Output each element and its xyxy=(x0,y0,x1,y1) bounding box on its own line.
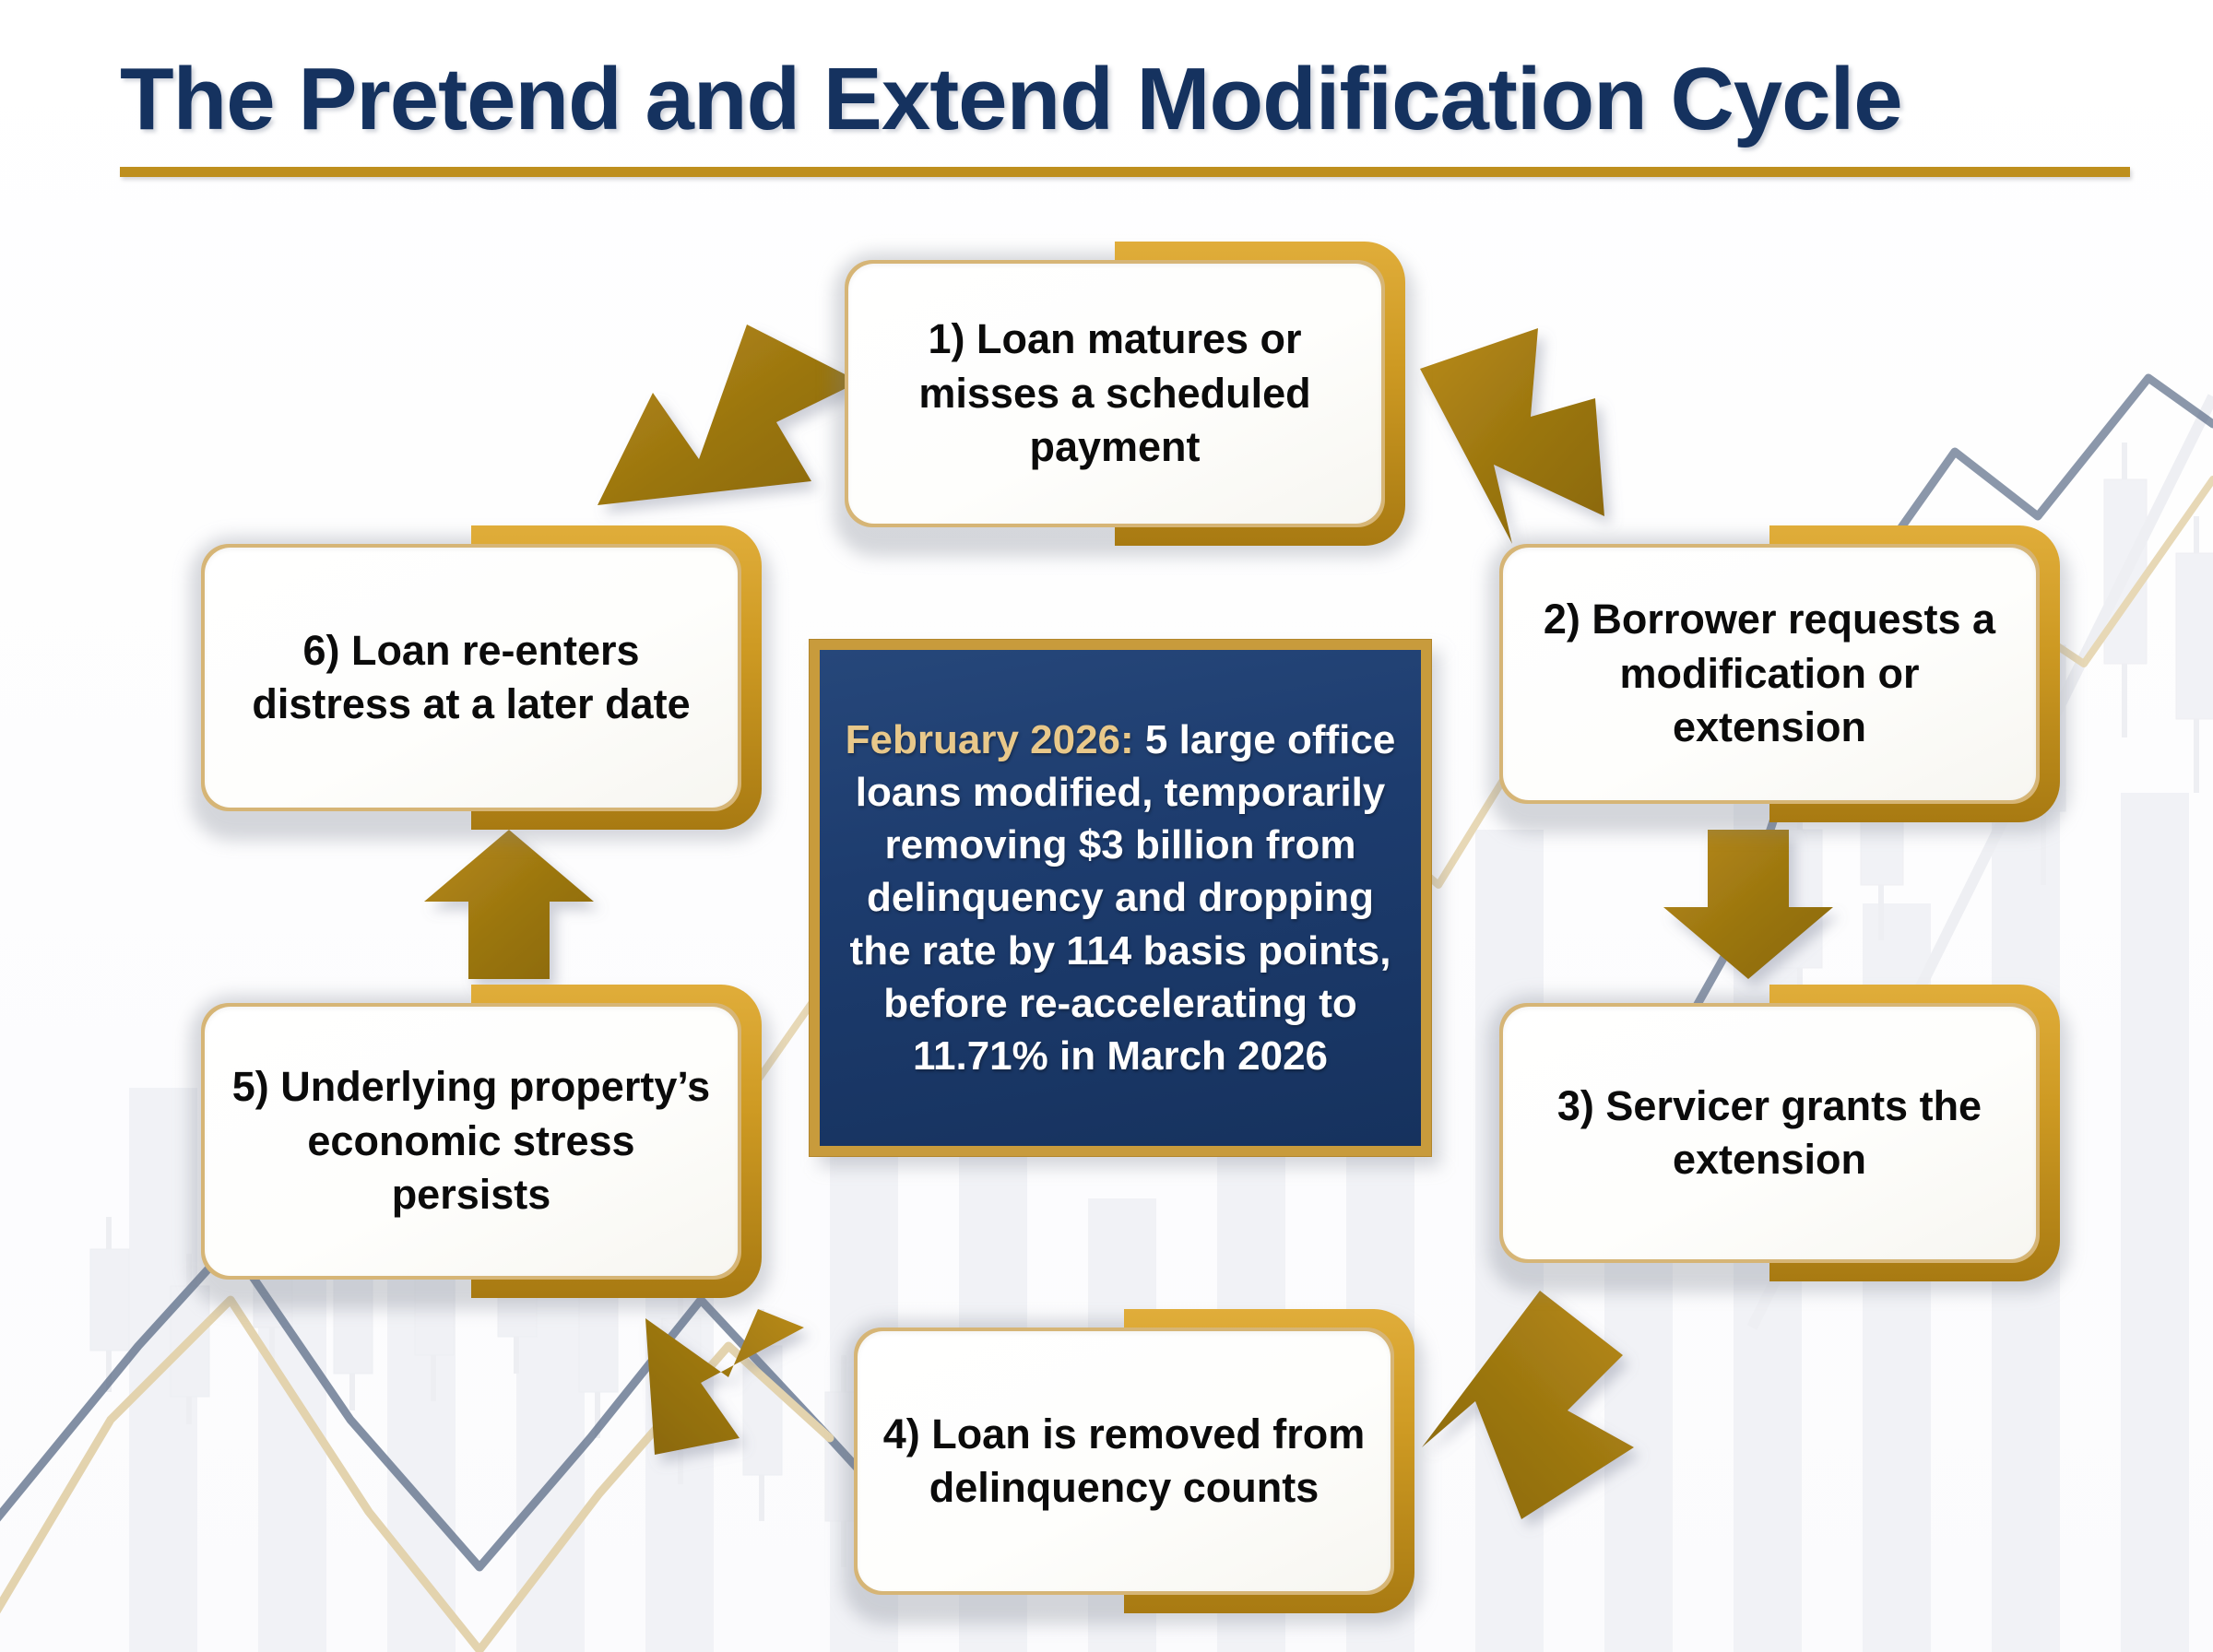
cycle-step-1[interactable]: 1) Loan matures or misses a scheduled pa… xyxy=(824,242,1414,557)
node-card: 3) Servicer grants the extension xyxy=(1503,1007,2036,1259)
arrow-step1-to-step2 xyxy=(1420,328,1604,544)
callout-lead: February 2026: xyxy=(845,716,1134,762)
node-card: 5) Underlying property’s economic stress… xyxy=(205,1007,738,1276)
cycle-step-3-label: 3) Servicer grants the extension xyxy=(1556,1081,1982,1184)
callout-body: February 2026: 5 large office loans modi… xyxy=(820,650,1421,1146)
node-card: 4) Loan is removed from delinquency coun… xyxy=(858,1331,1391,1591)
cycle-step-4-label: 4) Loan is removed from delinquency coun… xyxy=(882,1410,1366,1512)
header: The Pretend and Extend Modification Cycl… xyxy=(120,53,2148,177)
node-card: 2) Borrower requests a modification or e… xyxy=(1503,548,2036,800)
center-callout: February 2026: 5 large office loans modi… xyxy=(810,640,1440,1167)
cycle-step-2-label: 2) Borrower requests a modification or e… xyxy=(1543,596,1996,751)
cycle-step-5[interactable]: 5) Underlying property’s economic stress… xyxy=(181,985,771,1309)
arrow-step2-to-step3 xyxy=(1663,830,1833,979)
callout-text: February 2026: 5 large office loans modi… xyxy=(820,714,1421,1082)
arrow-step5-to-step6 xyxy=(424,830,594,979)
cycle-step-4[interactable]: 4) Loan is removed from delinquency coun… xyxy=(834,1309,1424,1624)
node-card: 1) Loan matures or misses a scheduled pa… xyxy=(848,264,1381,524)
node-card: 6) Loan re-enters distress at a later da… xyxy=(205,548,738,808)
cycle-step-6[interactable]: 6) Loan re-enters distress at a later da… xyxy=(181,525,771,841)
navy-trendline-left xyxy=(0,1240,936,1572)
cycle-step-5-label: 5) Underlying property’s economic stress… xyxy=(231,1063,711,1219)
cycle-step-2[interactable]: 2) Borrower requests a modification or e… xyxy=(1479,525,2069,833)
arrow-step4-to-step5 xyxy=(645,1309,804,1455)
arrow-step3-to-step4 xyxy=(1422,1291,1634,1519)
title-underline xyxy=(120,166,2130,177)
callout-body-text: 5 large office loans modified, temporari… xyxy=(849,716,1396,1079)
cycle-step-6-label: 6) Loan re-enters distress at a later da… xyxy=(252,626,691,728)
page-title: The Pretend and Extend Modification Cycl… xyxy=(120,50,1903,148)
cycle-step-1-label: 1) Loan matures or misses a scheduled pa… xyxy=(918,315,1311,471)
cycle-step-3[interactable]: 3) Servicer grants the extension xyxy=(1479,985,2069,1292)
arrow-step6-to-step1 xyxy=(598,324,859,505)
